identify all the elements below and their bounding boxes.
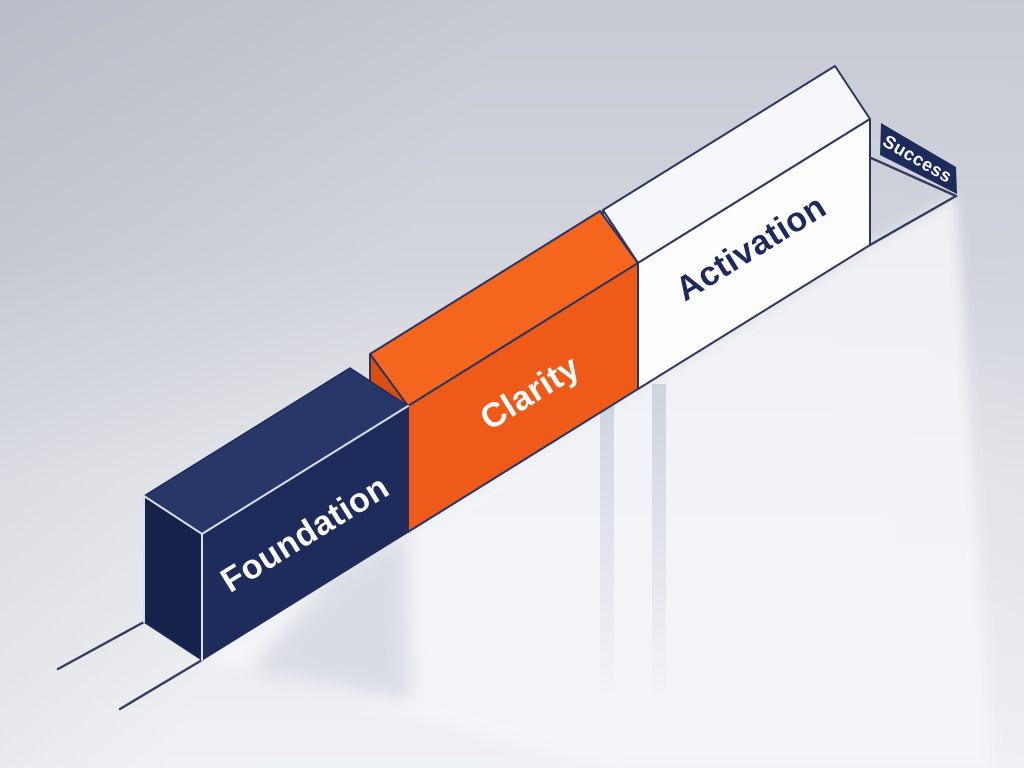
success-sign-panel: [880, 123, 957, 194]
track-line-left-outer: [56, 620, 146, 671]
track-line-right-upper: [869, 156, 958, 198]
foundation-cast-shadow: [250, 534, 410, 700]
track-line-left-inner: [118, 658, 204, 711]
foundation-box: Foundation: [143, 367, 409, 661]
track-line-right-lower: [868, 194, 958, 247]
activation-box: Activation: [602, 65, 871, 390]
foundation-edge-highlight: [143, 405, 409, 661]
clarity-cast-shadow-strip: [600, 378, 614, 700]
success-sign: Success: [879, 123, 957, 194]
activation-cast-shadow-strip: [652, 384, 666, 700]
